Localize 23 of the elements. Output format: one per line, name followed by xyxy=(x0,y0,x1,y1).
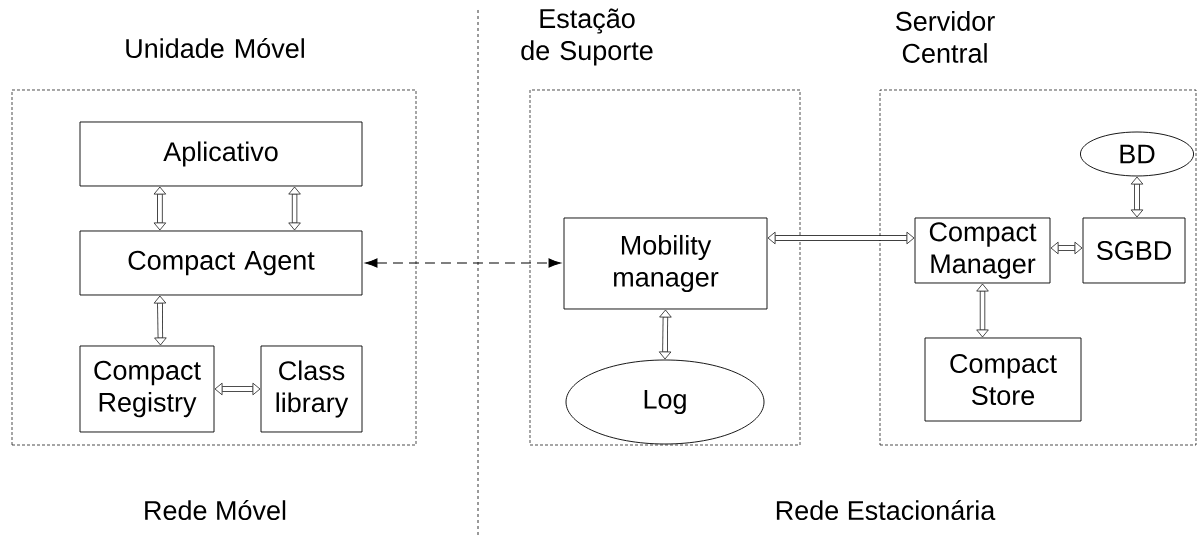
node-label: Servidor Central xyxy=(895,11,995,63)
double-arrow xyxy=(153,295,167,346)
double-arrow xyxy=(153,186,167,231)
dashed-arrow xyxy=(365,258,561,268)
component-box: Compact Registry xyxy=(79,345,215,433)
double-arrow xyxy=(288,186,301,231)
double-arrow xyxy=(1050,241,1083,255)
double-arrow xyxy=(1130,176,1144,218)
double-arrow xyxy=(976,283,989,338)
component-box: Class library xyxy=(260,345,363,433)
double-arrow xyxy=(767,231,915,245)
component-box: Aplicativo xyxy=(79,121,363,187)
node-label: Unidade Móvel xyxy=(126,37,304,59)
component-box: Mobility manager xyxy=(563,217,768,310)
region-label: Rede Móvel xyxy=(145,499,286,521)
double-arrow xyxy=(658,309,672,360)
component-box: Compact Agent xyxy=(79,230,363,296)
node-label: Estação de Suporte xyxy=(521,8,653,66)
component-box: Compact Store xyxy=(924,337,1082,422)
component-box: SGBD xyxy=(1082,217,1186,284)
component-box: Compact Manager xyxy=(914,217,1051,284)
double-arrow xyxy=(214,382,261,396)
region-label: Rede Estacionária xyxy=(776,499,996,521)
